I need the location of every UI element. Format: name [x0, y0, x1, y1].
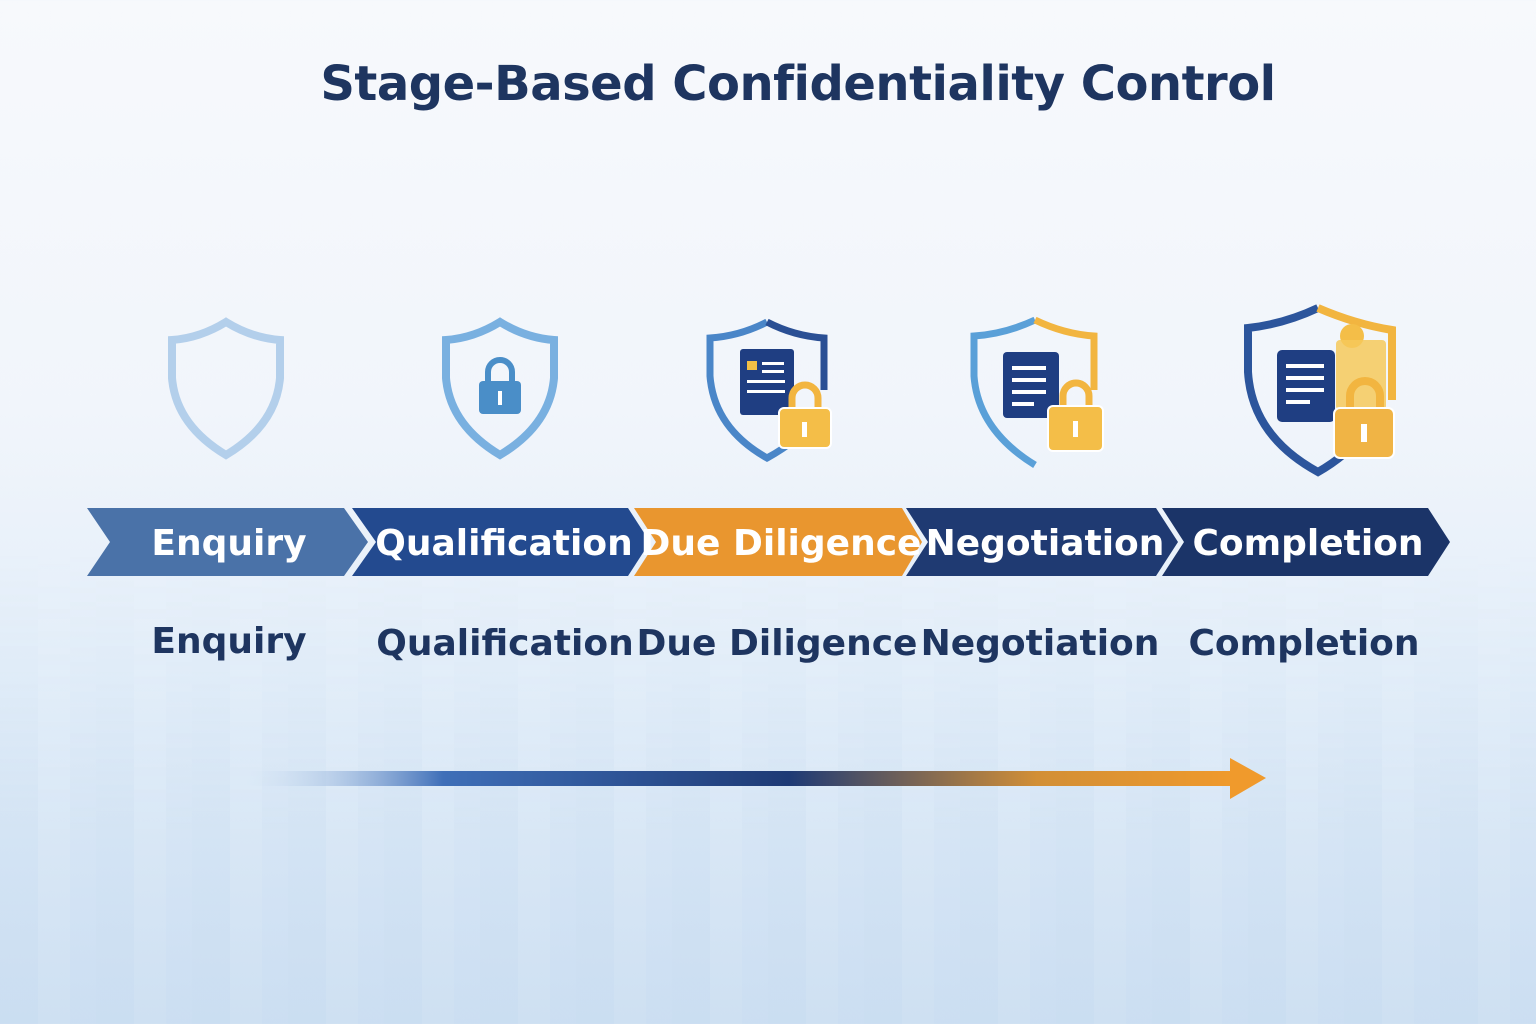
chevron-label: Completion: [1192, 523, 1423, 564]
stage-chevron-enquiry: Enquiry: [87, 508, 368, 576]
shield-documents-lock-icon: [1244, 304, 1396, 477]
chevron-label: Negotiation: [926, 523, 1165, 564]
stage-chevron-qualification: Qualification: [352, 508, 650, 576]
shield-document-lock-icon: [706, 318, 832, 463]
progression-arrow: [245, 758, 1266, 799]
chevron-label: Enquiry: [151, 523, 306, 564]
chevron-label: Qualification: [375, 523, 632, 564]
stage-chevron-negotiation: Negotiation: [906, 508, 1178, 576]
stage-chevron-due-diligence: Due Diligence: [634, 508, 922, 576]
stage-caption: Negotiation: [921, 623, 1160, 664]
stage-caption: Qualification: [376, 623, 633, 664]
chevron-label: Due Diligence: [641, 523, 922, 564]
empty-shield-icon: [168, 317, 284, 460]
shield-document-lock-icon: [970, 316, 1104, 468]
stage-caption: Enquiry: [151, 621, 306, 662]
page-title: Stage-Based Confidentiality Control: [320, 56, 1276, 112]
stage-chevron-completion: Completion: [1162, 508, 1450, 576]
stage-caption: Completion: [1188, 623, 1419, 664]
stage-caption: Due Diligence: [637, 623, 918, 664]
shield-lock-icon: [442, 317, 558, 460]
